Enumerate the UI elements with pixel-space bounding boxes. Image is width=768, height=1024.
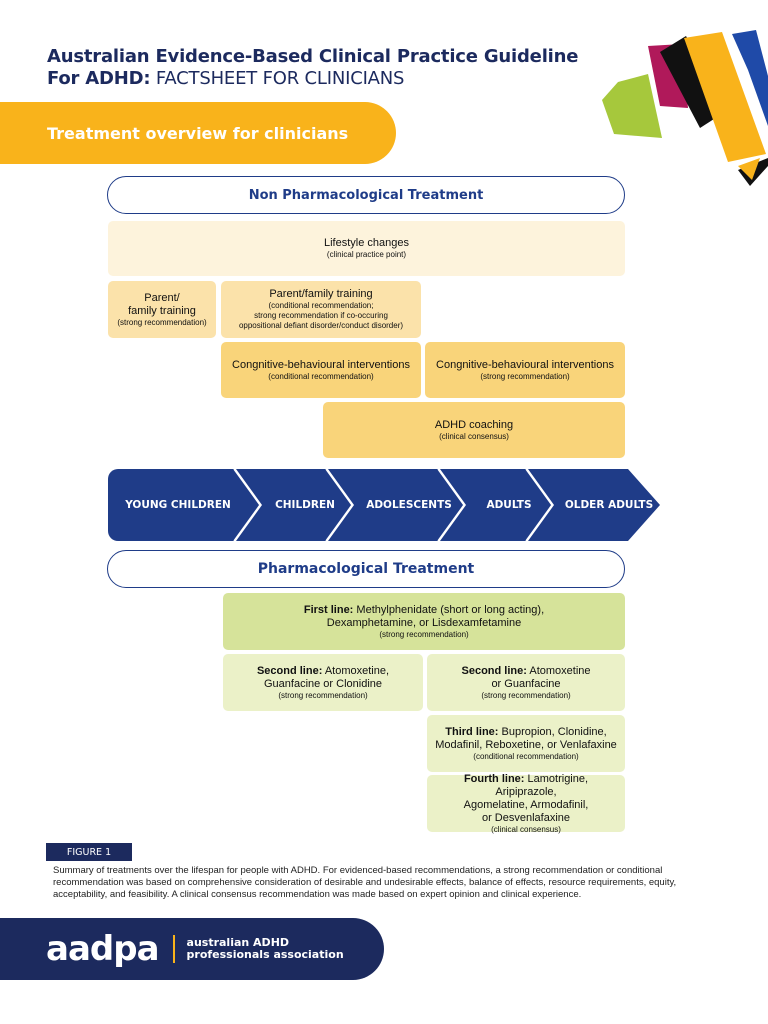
- fourth-line-drugs-1: Lamotrigine, Aripiprazole,: [495, 772, 589, 798]
- lifespan-band: YOUNG CHILDREN CHILDREN ADOLESCENTS ADUL…: [108, 468, 664, 542]
- title-line-2: For ADHD: FACTSHEET FOR CLINICIANS: [47, 68, 578, 90]
- fourth-line-drugs-3: or Desvenlafaxine: [481, 811, 571, 824]
- second-adults-drugs-1: Atomoxetine: [526, 664, 591, 677]
- page-title: Australian Evidence-Based Clinical Pract…: [47, 46, 578, 90]
- association-line-2: professionals association: [186, 948, 344, 961]
- second-adults-label: Second line:: [461, 664, 527, 677]
- first-line-drugs-1: Methylphenidate (short or long acting),: [353, 603, 545, 616]
- second-adults-drugs-2: or Guanfacine: [491, 677, 561, 690]
- first-line-drugs-2: Dexamphetamine, or Lisdexamfetamine: [326, 616, 522, 629]
- chevron-young-children: [108, 469, 260, 541]
- cbt-adults-title: Congnitive-behavioural interventions: [436, 358, 614, 371]
- parent-children-note-2: strong recommendation if co-occuring: [254, 311, 388, 320]
- fourth-line-box: Fourth line: Lamotrigine, Aripiprazole, …: [427, 773, 625, 834]
- third-line-note: (conditional recommendation): [473, 751, 579, 761]
- decorative-logo-shapes: [602, 30, 768, 186]
- fourth-line-label: Fourth line:: [463, 772, 525, 785]
- association-name: australian ADHD professionals associatio…: [187, 937, 344, 961]
- title-factsheet: FACTSHEET FOR CLINICIANS: [150, 68, 405, 89]
- cbt-adults-note: (strong recommendation): [480, 371, 570, 381]
- parent-children-note-3: oppositional defiant disorder/conduct di…: [238, 321, 404, 330]
- footer-banner: aadpa australian ADHD professionals asso…: [0, 918, 384, 980]
- parent-young-title-2: family training: [128, 304, 196, 317]
- fourth-line-drugs-2: Agomelatine, Armodafinil,: [463, 798, 589, 811]
- second-adults-note: (strong recommendation): [481, 690, 571, 700]
- parent-young-note: (strong recommendation): [117, 317, 207, 327]
- second-children-drugs-2: Guanfacine or Clonidine: [263, 677, 383, 690]
- third-line-box: Third line: Bupropion, Clonidine, Modafi…: [427, 715, 625, 772]
- first-line-note: (strong recommendation): [379, 629, 469, 639]
- pharm-heading: Pharmacological Treatment: [107, 550, 625, 588]
- cbt-adults-box: Congnitive-behavioural interventions (st…: [425, 342, 625, 398]
- coaching-note: (clinical consensus): [439, 431, 509, 441]
- first-line-box: First line: Methylphenidate (short or lo…: [223, 593, 625, 650]
- adhd-coaching-box: ADHD coaching (clinical consensus): [323, 402, 625, 458]
- stage-older-adults: OLDER ADULTS: [564, 499, 654, 511]
- parent-children-note-1: (conditional recommendation;: [268, 301, 374, 310]
- stage-children: CHILDREN: [275, 499, 335, 511]
- non-pharm-heading: Non Pharmacological Treatment: [107, 176, 625, 214]
- chevron-adults: [440, 469, 552, 541]
- chevron-adolescents: [328, 469, 464, 541]
- second-children-drugs-1: Atomoxetine,: [322, 664, 390, 677]
- second-children-note: (strong recommendation): [278, 690, 368, 700]
- title-line-1: Australian Evidence-Based Clinical Pract…: [47, 46, 579, 67]
- cbt-children-title: Congnitive-behavioural interventions: [232, 358, 410, 371]
- figure-caption: Summary of treatments over the lifespan …: [53, 865, 677, 900]
- second-children-label: Second line:: [256, 664, 323, 677]
- second-line-children-box: Second line: Atomoxetine, Guanfacine or …: [223, 654, 423, 711]
- stage-young-children: YOUNG CHILDREN: [125, 499, 231, 511]
- chevron-children: [236, 469, 352, 541]
- parent-training-young-box: Parent/ family training (strong recommen…: [108, 281, 216, 338]
- parent-young-title-1: Parent/: [144, 291, 180, 304]
- section-banner: Treatment overview for clinicians: [0, 102, 396, 164]
- aadpa-logo: aadpa: [46, 929, 160, 969]
- parent-children-title: Parent/family training: [269, 288, 373, 300]
- first-line-text-1: First line: Methylphenidate (short or lo…: [304, 604, 544, 617]
- lifestyle-title: Lifestyle changes: [324, 237, 409, 249]
- second-adults-text-1: Second line: Atomoxetine: [462, 665, 591, 678]
- cbt-children-note: (conditional recommendation): [268, 371, 374, 381]
- parent-training-children-box: Parent/family training (conditional reco…: [221, 281, 421, 338]
- cbt-children-box: Congnitive-behavioural interventions (co…: [221, 342, 421, 398]
- third-line-drugs-1: Bupropion, Clonidine,: [498, 725, 607, 738]
- fourth-line-text-1: Fourth line: Lamotrigine, Aripiprazole,: [433, 773, 619, 799]
- stage-adolescents: ADOLESCENTS: [366, 499, 452, 511]
- lifestyle-box: Lifestyle changes (clinical practice poi…: [108, 221, 625, 276]
- stage-adults: ADULTS: [486, 499, 532, 511]
- fourth-line-note: (clinical consensus): [491, 824, 561, 834]
- coaching-title: ADHD coaching: [434, 418, 514, 431]
- footer-divider: [172, 935, 175, 963]
- chevron-older-adults: [528, 469, 660, 541]
- second-children-text-1: Second line: Atomoxetine,: [257, 665, 389, 678]
- figure-label: FIGURE 1: [46, 843, 132, 861]
- third-line-drugs-2: Modafinil, Reboxetine, or Venlafaxine: [435, 738, 617, 751]
- second-line-adults-box: Second line: Atomoxetine or Guanfacine (…: [427, 654, 625, 711]
- title-for-adhd: For ADHD:: [47, 68, 151, 89]
- third-line-label: Third line:: [445, 725, 499, 738]
- first-line-label: First line:: [303, 603, 354, 616]
- association-line-1: australian ADHD: [186, 936, 290, 949]
- lifestyle-note: (clinical practice point): [326, 250, 407, 259]
- lifespan-chevrons: [108, 468, 660, 542]
- third-line-text-1: Third line: Bupropion, Clonidine,: [445, 726, 606, 739]
